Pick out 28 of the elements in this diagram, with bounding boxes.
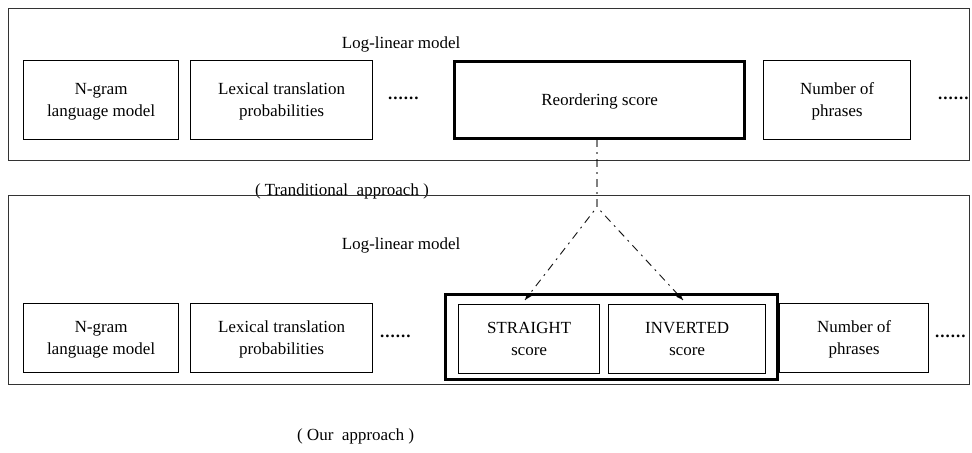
approach-caption: ( Our approach ): [297, 425, 414, 445]
box-label: N-gram language model: [46, 316, 156, 360]
box-label: Lexical translation probabilities: [217, 316, 346, 360]
box-label: Lexical translation probabilities: [217, 78, 346, 122]
box-label: INVERTED score: [644, 317, 730, 361]
group-box: [444, 293, 779, 381]
feature-box: [190, 303, 373, 373]
box-label: STRAIGHT score: [486, 317, 572, 361]
panel-title: Log-linear model: [340, 32, 462, 54]
ellipsis: ......: [935, 322, 966, 342]
ellipsis: ......: [938, 84, 970, 104]
feature-box: [608, 304, 766, 374]
panel-title: Log-linear model: [340, 233, 462, 255]
feature-box: [23, 60, 179, 140]
feature-box: [190, 60, 373, 140]
model-panel: [8, 8, 970, 161]
box-label: Number of phrases: [816, 316, 892, 360]
ellipsis: ......: [388, 84, 420, 104]
feature-box: [23, 303, 179, 373]
box-label: Reordering score: [540, 89, 659, 111]
box-label: Number of phrases: [798, 78, 876, 122]
feature-box: [453, 60, 746, 140]
ellipsis: ......: [380, 322, 412, 342]
box-label: N-gram language model: [46, 78, 156, 122]
feature-box: [458, 304, 600, 374]
dashed-arrow: [596, 138, 684, 300]
feature-box: [763, 60, 911, 140]
feature-box: [779, 303, 929, 373]
